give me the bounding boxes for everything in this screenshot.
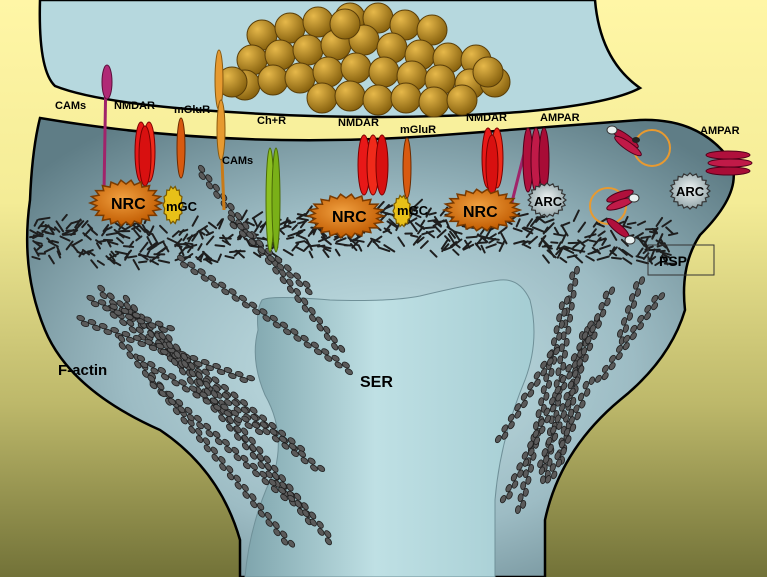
synaptic-vesicle-icon (362, 84, 394, 116)
psp-label: PSP (659, 253, 687, 269)
factin-label: F-actin (58, 362, 107, 379)
synaptic-vesicle-icon (306, 82, 338, 114)
mglur-receptor-icon (402, 137, 412, 199)
synaptic-vesicle-cluster (216, 2, 511, 118)
ampar-right-label: AMPAR (700, 125, 740, 137)
cam-adhesion-icon (214, 49, 226, 211)
nrc-right-label: NRC (463, 204, 498, 221)
mgc-complex-icon (162, 185, 184, 225)
mgc-complex-icon (392, 194, 412, 228)
endosome-icon (589, 187, 640, 245)
synaptic-vesicle-icon (368, 56, 400, 88)
ampar-mid-label: AMPAR (540, 112, 580, 124)
smooth-er (244, 279, 535, 577)
mglur-receptor-icon (176, 117, 186, 179)
arc-complex-icon (527, 182, 567, 218)
mglur-mid-label: mGluR (400, 124, 436, 136)
nmdar-right-label: NMDAR (466, 112, 507, 124)
nmdar-receptor-icon (134, 121, 156, 187)
ampar-receptor-icon (508, 127, 550, 211)
nmdar-receptor-icon (357, 134, 389, 196)
nrc-mid-label: NRC (332, 209, 367, 226)
nmdar-left-label: NMDAR (114, 100, 155, 112)
chr-receptor-icon (265, 147, 281, 253)
postsynaptic-density (29, 198, 679, 271)
synaptic-vesicle-icon (418, 86, 450, 118)
endosome-icon (606, 125, 671, 167)
synaptic-vesicle-icon (472, 56, 504, 88)
mgc-left-label: mGC (166, 199, 198, 214)
arc-right-label: ARC (676, 184, 705, 199)
arc-left-label: ARC (534, 194, 563, 209)
ser-label: SER (360, 374, 393, 391)
cams-mid-label: CAMs (222, 155, 253, 167)
synaptic-vesicle-icon (416, 14, 448, 46)
synaptic-vesicle-icon (390, 82, 422, 114)
psp-box (647, 244, 715, 276)
cams-left-label: CAMs (55, 100, 86, 112)
scaffold-complex-icon (305, 193, 387, 239)
mgc-mid-label: mGC (397, 203, 429, 218)
chr-label: Ch+R (257, 115, 286, 127)
scaffold-complex-icon (441, 188, 523, 232)
synaptic-vesicle-icon (340, 52, 372, 84)
synaptic-vesicle-icon (334, 80, 366, 112)
scaffold-complex-icon (87, 179, 165, 227)
cam-adhesion-icon (101, 64, 113, 193)
synaptic-vesicle-icon (446, 84, 478, 116)
mglur-left-label: mGluR (174, 104, 210, 116)
nmdar-receptor-icon (481, 127, 504, 196)
ampar-receptor-icon (705, 150, 753, 176)
synaptic-vesicle-icon (329, 8, 361, 40)
synaptic-vesicle-icon (312, 56, 344, 88)
nmdar-mid-label: NMDAR (338, 117, 379, 129)
nrc-left-label: NRC (111, 196, 146, 213)
synaptic-vesicle-icon (257, 64, 289, 96)
arc-complex-icon (669, 172, 711, 210)
